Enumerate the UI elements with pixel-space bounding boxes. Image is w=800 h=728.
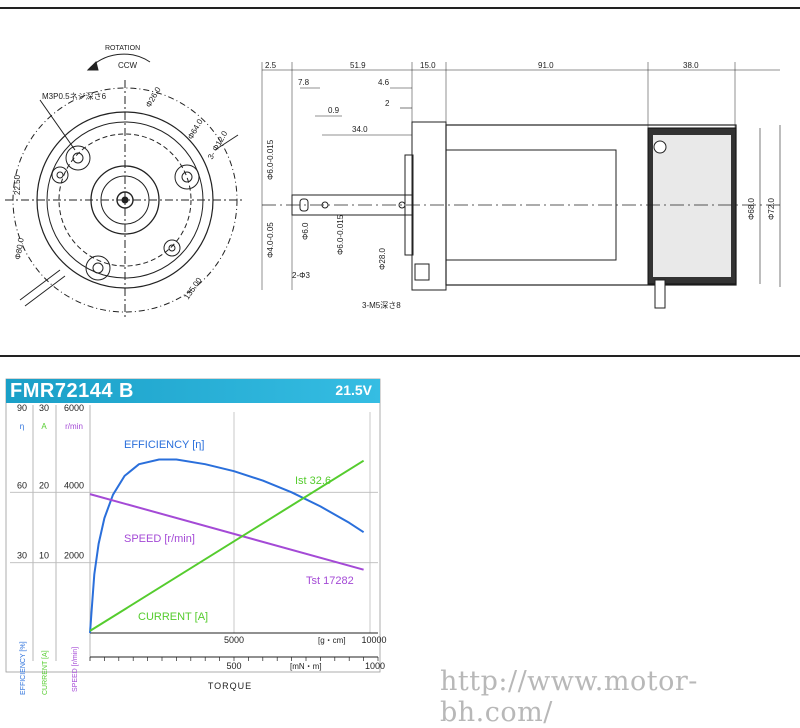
side-label-d28: Φ28.0: [378, 247, 387, 270]
rotation-label: ROTATION: [105, 45, 140, 52]
website-watermark: http://www.motor-bh.com/: [440, 666, 698, 728]
series-line-speed: [89, 493, 364, 571]
dim-34: 34.0: [352, 125, 368, 134]
dim-2-5: 2.5: [265, 61, 277, 70]
front-label-d80: Φ80.0: [13, 237, 26, 261]
front-label-tap: M3P0.5ネジ深さ6: [42, 92, 107, 101]
x-units-top: [g・cm]: [318, 636, 346, 645]
dim-7-8: 7.8: [298, 78, 310, 87]
mounting-hole-3: [85, 255, 111, 281]
dim-51-9: 51.9: [350, 61, 366, 70]
annotation-tst: Tst 17282: [306, 575, 354, 587]
tick-current-10: 10: [39, 551, 49, 561]
tick-efficiency-90: 90: [17, 403, 27, 413]
series-line-efficiency: [89, 458, 365, 634]
x-tick-bottom-500: 500: [226, 661, 241, 671]
tick-efficiency-30: 30: [17, 551, 27, 561]
x-tick-top-10000: 10000: [361, 635, 386, 645]
side-label-shaft: Φ6.0-0.015: [266, 139, 275, 180]
chart-title: FMR72144 B: [10, 380, 134, 402]
front-label-holes: 3- Φ12.0: [206, 129, 230, 161]
tick-efficiency-60: 60: [17, 480, 27, 490]
side-view: 2.5 51.9 15.0 91.0 38.0 7.8 4.6 0.9 2 34…: [261, 61, 781, 310]
x-tick-bottom-1000: 1000: [365, 661, 385, 671]
front-view: ROTATION CCW M3P0.5ネジ深さ6 Φ26.0: [5, 45, 245, 320]
chart-voltage: 21.5V: [335, 382, 372, 398]
dim-15: 15.0: [420, 61, 436, 70]
axis-title-current: CURRENT [A]: [42, 650, 49, 695]
top-rule: [0, 7, 800, 9]
tick-speed-6000: 6000: [64, 403, 84, 413]
label-efficiency: EFFICIENCY [η]: [124, 439, 204, 451]
side-label-pin: 2-Φ3: [292, 271, 310, 280]
mounting-hole-1: [65, 145, 91, 171]
x-axis-title: TORQUE: [208, 681, 252, 691]
side-label-d6-tol: Φ6.0-0.015: [336, 214, 345, 255]
side-label-d68: Φ68.0: [747, 197, 756, 220]
x-tick-top-5000: 5000: [224, 635, 244, 645]
front-label-angle: 22.50: [13, 174, 22, 195]
tick-current-30: 30: [39, 403, 49, 413]
dim-38: 38.0: [683, 61, 699, 70]
side-label-d6: Φ6.0: [301, 222, 310, 240]
side-label-d4: Φ4.0-0.05: [266, 222, 275, 258]
series-line-current: [89, 459, 365, 632]
dim-0-9: 0.9: [328, 106, 340, 115]
tapped-hole-1: [51, 166, 69, 184]
chart-header: FMR72144 B 21.5V: [6, 379, 380, 403]
side-label-d72: Φ72.0: [767, 197, 776, 220]
axis-symbol-efficiency: η: [20, 422, 24, 431]
tick-speed-4000: 4000: [64, 480, 84, 490]
mounting-hole-2: [174, 164, 200, 190]
label-current: CURRENT [A]: [138, 611, 208, 623]
side-label-m5: 3-M5深さ8: [362, 301, 401, 310]
tick-speed-2000: 2000: [64, 551, 84, 561]
dim-2: 2: [385, 99, 390, 108]
label-speed: SPEED [r/min]: [124, 533, 195, 545]
axis-symbol-speed: r/min: [65, 422, 83, 431]
annotation-ist: Ist 32.6: [295, 475, 331, 487]
rotation-dir: CCW: [118, 61, 138, 70]
front-label-d26: Φ26.0: [144, 85, 163, 109]
front-label-d64: Φ64.0: [186, 117, 205, 141]
front-label-135: 135.00: [182, 275, 204, 301]
tapped-hole-2: [163, 239, 181, 257]
axis-symbol-current: A: [41, 422, 47, 431]
axis-title-speed: SPEED [r/min]: [72, 647, 79, 692]
dim-91: 91.0: [538, 61, 554, 70]
dim-4-6: 4.6: [378, 78, 390, 87]
tick-current-20: 20: [39, 480, 49, 490]
middle-rule: [0, 355, 800, 357]
axis-title-efficiency: EFFICIENCY [%]: [20, 641, 27, 695]
motor-drawing: ROTATION CCW M3P0.5ネジ深さ6 Φ26.0: [5, 45, 781, 320]
x-units-bottom: [mN・m]: [290, 662, 322, 671]
